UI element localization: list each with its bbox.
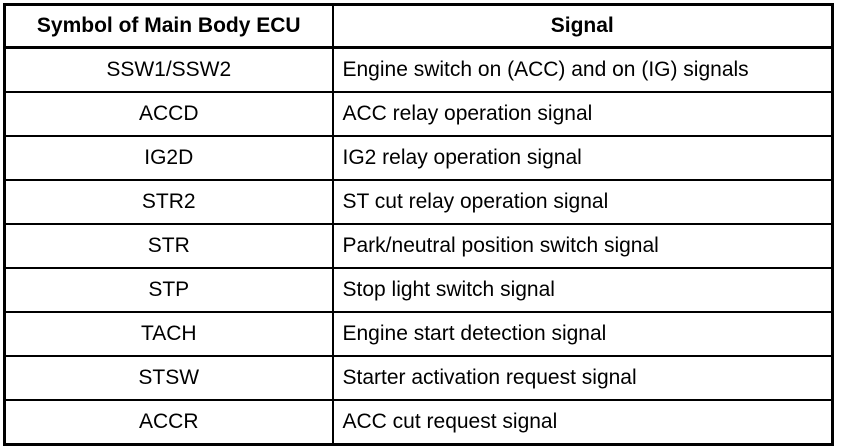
cell-signal: IG2 relay operation signal — [331, 135, 834, 181]
cell-symbol: SSW1/SSW2 — [3, 46, 334, 93]
cell-symbol: STSW — [3, 355, 334, 401]
cell-signal: Park/neutral position switch signal — [331, 223, 834, 269]
cell-signal: Engine switch on (ACC) and on (IG) signa… — [331, 46, 834, 93]
cell-symbol: STR2 — [3, 179, 334, 225]
cell-symbol: TACH — [3, 311, 334, 357]
signal-table-container: Symbol of Main Body ECU Signal SSW1/SSW2… — [3, 3, 834, 446]
column-header-signal: Signal — [331, 3, 834, 49]
cell-symbol: STP — [3, 267, 334, 313]
table-header: Symbol of Main Body ECU Signal — [3, 3, 834, 49]
column-header-symbol: Symbol of Main Body ECU — [3, 3, 334, 49]
cell-symbol: IG2D — [3, 135, 334, 181]
cell-signal: ACC relay operation signal — [331, 91, 834, 137]
table-header-row: Symbol of Main Body ECU Signal — [3, 3, 834, 49]
cell-symbol: ACCD — [3, 91, 334, 137]
cell-signal: ST cut relay operation signal — [331, 179, 834, 225]
cell-signal: Engine start detection signal — [331, 311, 834, 357]
cell-signal: ACC cut request signal — [331, 399, 834, 446]
cell-symbol: STR — [3, 223, 334, 269]
cell-signal: Stop light switch signal — [331, 267, 834, 313]
main-body-ecu-signal-table: Symbol of Main Body ECU Signal SSW1/SSW2… — [3, 3, 834, 446]
cell-signal: Starter activation request signal — [331, 355, 834, 401]
cell-symbol: ACCR — [3, 399, 334, 446]
